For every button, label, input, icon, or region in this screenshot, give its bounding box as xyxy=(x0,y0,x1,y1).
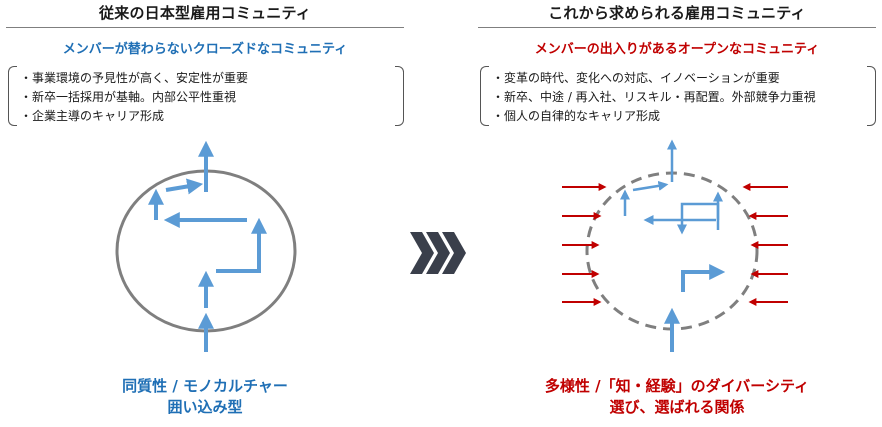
right-title-rule xyxy=(478,27,876,28)
right-bullet-box: ・変革の時代、変化への対応、イノベーションが重要 ・新卒、中途 / 再入社、リス… xyxy=(480,66,876,126)
right-bullet-list: ・変革の時代、変化への対応、イノベーションが重要 ・新卒、中途 / 再入社、リス… xyxy=(492,69,816,126)
right-bullet-2: ・新卒、中途 / 再入社、リスキル・再配置。外部競争力重視 xyxy=(492,90,816,104)
left-bullet-3: ・企業主導のキャリア形成 xyxy=(20,109,165,123)
inflow-arrows xyxy=(562,183,607,306)
outflow-arrows xyxy=(742,183,788,306)
open-boundary-dashed-circle xyxy=(585,171,759,331)
right-caption: 多様性 /「知・経験」のダイバーシティ 選び、選ばれる関係 xyxy=(478,376,876,418)
left-bullet-list: ・事業環境の予見性が高く、安定性が重要 ・新卒一括採用が基軸。内部公平性重視 ・… xyxy=(20,69,248,126)
left-title-rule xyxy=(6,27,404,28)
open-community-diagram xyxy=(562,139,788,352)
left-subtitle: メンバーが替わらないクローズドなコミュニティ xyxy=(62,42,348,57)
right-caption-line-1: 多様性 /「知・経験」のダイバーシティ xyxy=(544,377,810,395)
left-bullet-1: ・事業環境の予見性が高く、安定性が重要 xyxy=(20,71,249,85)
arrow-right-up xyxy=(216,217,267,273)
left-caption-line-1: 同質性 / モノカルチャー xyxy=(122,377,288,395)
left-caption: 同質性 / モノカルチャー 囲い込み型 xyxy=(6,376,404,418)
open-community-panel: これから求められる雇用コミュニティ メンバーの出入りがあるオープンなコミュニティ… xyxy=(478,0,876,427)
internal-movement-arrows xyxy=(148,140,267,352)
arrow-up-right xyxy=(681,264,726,292)
internal-movement-arrows xyxy=(620,139,726,352)
left-caption-line-2: 囲い込み型 xyxy=(167,398,243,416)
right-title: これから求められる雇用コミュニティ xyxy=(548,4,806,22)
left-bullet-box: ・事業環境の予見性が高く、安定性が重要 ・新卒一括採用が基軸。内部公平性重視 ・… xyxy=(8,66,404,126)
left-bullet-2: ・新卒一括採用が基軸。内部公平性重視 xyxy=(20,90,237,104)
arrow-right-top xyxy=(632,180,669,192)
transition-chevron-icon xyxy=(410,232,466,274)
arrow-loop-down xyxy=(677,202,720,235)
right-bullet-1: ・変革の時代、変化への対応、イノベーションが重要 xyxy=(492,71,780,85)
left-title: 従来の日本型雇用コミュニティ xyxy=(99,4,311,22)
right-subtitle: メンバーの出入りがあるオープンなコミュニティ xyxy=(534,42,820,57)
closed-community-panel: 従来の日本型雇用コミュニティ メンバーが替わらないクローズドなコミュニティ ・事… xyxy=(6,0,404,427)
right-bullet-3: ・個人の自律的なキャリア形成 xyxy=(492,109,661,123)
arrow-right-top xyxy=(165,178,204,195)
right-caption-line-2: 選び、選ばれる関係 xyxy=(609,398,745,416)
closed-community-diagram xyxy=(115,140,297,352)
